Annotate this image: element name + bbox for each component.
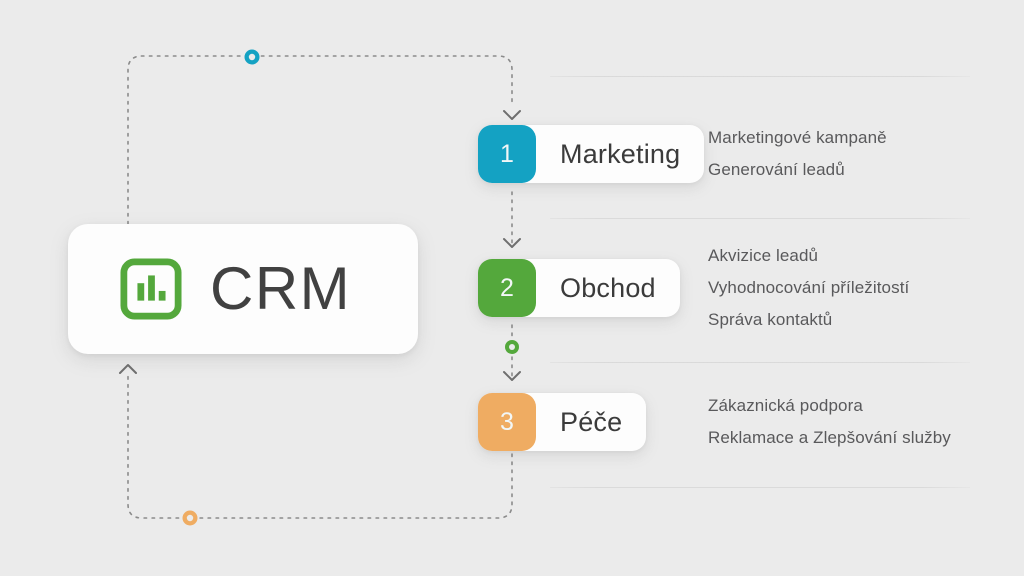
bullet-item: Akvizice leadů	[708, 246, 819, 265]
stage-badge-2: 2	[478, 259, 536, 317]
bullet-item: Marketingové kampaně	[708, 128, 887, 147]
stage-label-marketing: Marketing	[560, 138, 681, 169]
stage-pill-obchod[interactable]: 2 Obchod	[478, 259, 680, 317]
stage-row-obchod[interactable]: 2 Obchod	[478, 259, 680, 317]
down-arrow-to-obchod-icon	[503, 238, 521, 248]
mid-flow-dot-icon	[505, 340, 519, 354]
bullet-item: Generování leadů	[708, 160, 845, 179]
stage-label-obchod: Obchod	[560, 272, 656, 303]
top-loop-dot-icon	[244, 49, 260, 65]
stage-badge-1: 1	[478, 125, 536, 183]
top-loop-dot-hole	[248, 53, 256, 61]
mid-flow-dot-hole	[509, 344, 515, 350]
stage-row-pece[interactable]: 3 Péče	[478, 393, 647, 451]
down-arrow-to-marketing-icon	[503, 110, 521, 120]
bar-chart-icon	[120, 258, 182, 320]
separator-line	[550, 487, 970, 488]
stage-bullets-obchod: Akvizice leadů Vyhodnocování příležitost…	[708, 243, 909, 333]
bullet-item: Vyhodnocování příležitostí	[708, 278, 910, 297]
connector-bottom-loop	[127, 371, 513, 519]
bottom-loop-dot-icon	[182, 510, 198, 526]
bullet-item: Zákaznická podpora	[708, 396, 863, 415]
stage-pill-marketing[interactable]: 1 Marketing	[478, 125, 705, 183]
stage-bullets-pece: Zákaznická podpora Reklamace a Zlepšován…	[708, 393, 951, 451]
separator-line	[550, 76, 970, 77]
stage-label-pece: Péče	[560, 406, 623, 437]
crm-title: CRM	[210, 255, 352, 322]
separator-line	[550, 362, 970, 363]
up-arrow-to-crm-icon	[119, 364, 137, 374]
down-arrow-to-pece-icon	[503, 371, 521, 381]
stage-bullets-marketing: Marketingové kampaně Generování leadů	[708, 125, 887, 183]
stage-row-marketing[interactable]: 1 Marketing	[478, 125, 705, 183]
bottom-loop-dot-hole	[186, 514, 194, 522]
bullet-item: Reklamace a Zlepšování služby	[708, 428, 951, 447]
stage-badge-3: 3	[478, 393, 536, 451]
crm-card[interactable]: CRM	[68, 224, 418, 354]
bullet-item: Správa kontaktů	[708, 310, 833, 329]
separator-line	[550, 218, 970, 219]
stage-pill-pece[interactable]: 3 Péče	[478, 393, 647, 451]
